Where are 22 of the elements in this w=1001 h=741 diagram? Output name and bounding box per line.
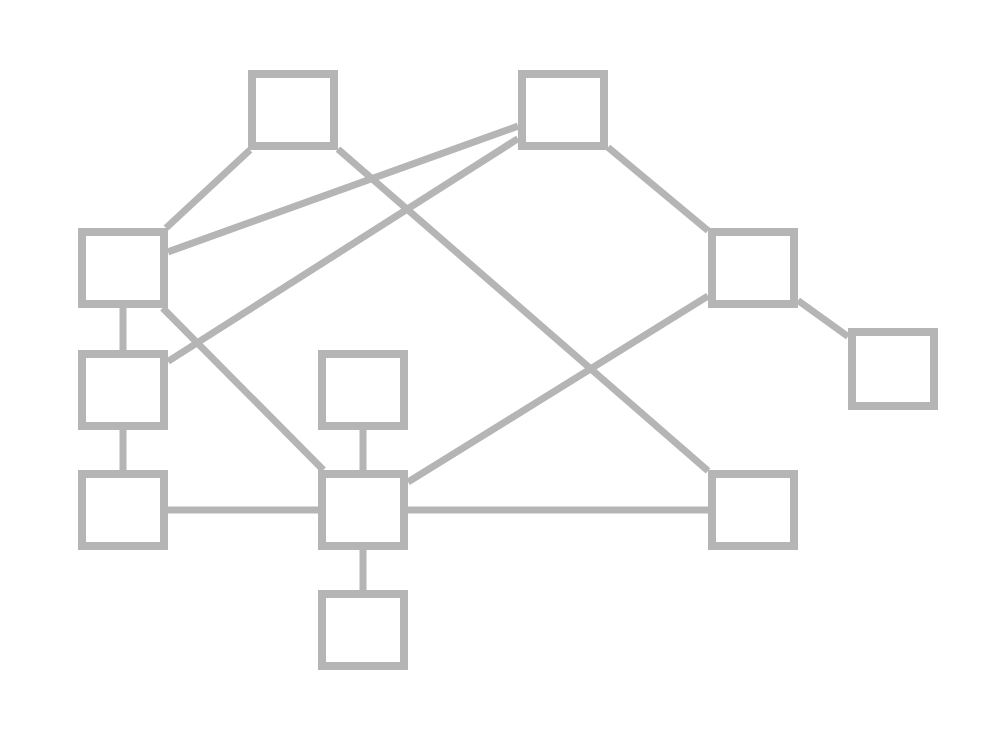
connector-line <box>119 430 127 470</box>
connector-line <box>168 506 318 514</box>
empty-box <box>78 228 168 308</box>
empty-box <box>708 228 798 308</box>
empty-box <box>318 350 408 430</box>
connector-line <box>119 308 127 350</box>
empty-box <box>318 590 408 670</box>
empty-box <box>248 70 338 150</box>
connector-line <box>335 146 711 474</box>
empty-box <box>318 470 408 550</box>
connector-line <box>160 305 326 473</box>
empty-box <box>78 350 168 430</box>
connector-line <box>359 430 367 470</box>
connector-line <box>795 297 851 340</box>
connector-line <box>163 147 253 231</box>
empty-box <box>848 328 938 410</box>
empty-box <box>518 70 608 150</box>
empty-box <box>708 470 798 550</box>
connector-line <box>605 144 711 234</box>
connector-line <box>359 550 367 590</box>
connector-line <box>408 506 708 514</box>
empty-box <box>78 470 168 550</box>
